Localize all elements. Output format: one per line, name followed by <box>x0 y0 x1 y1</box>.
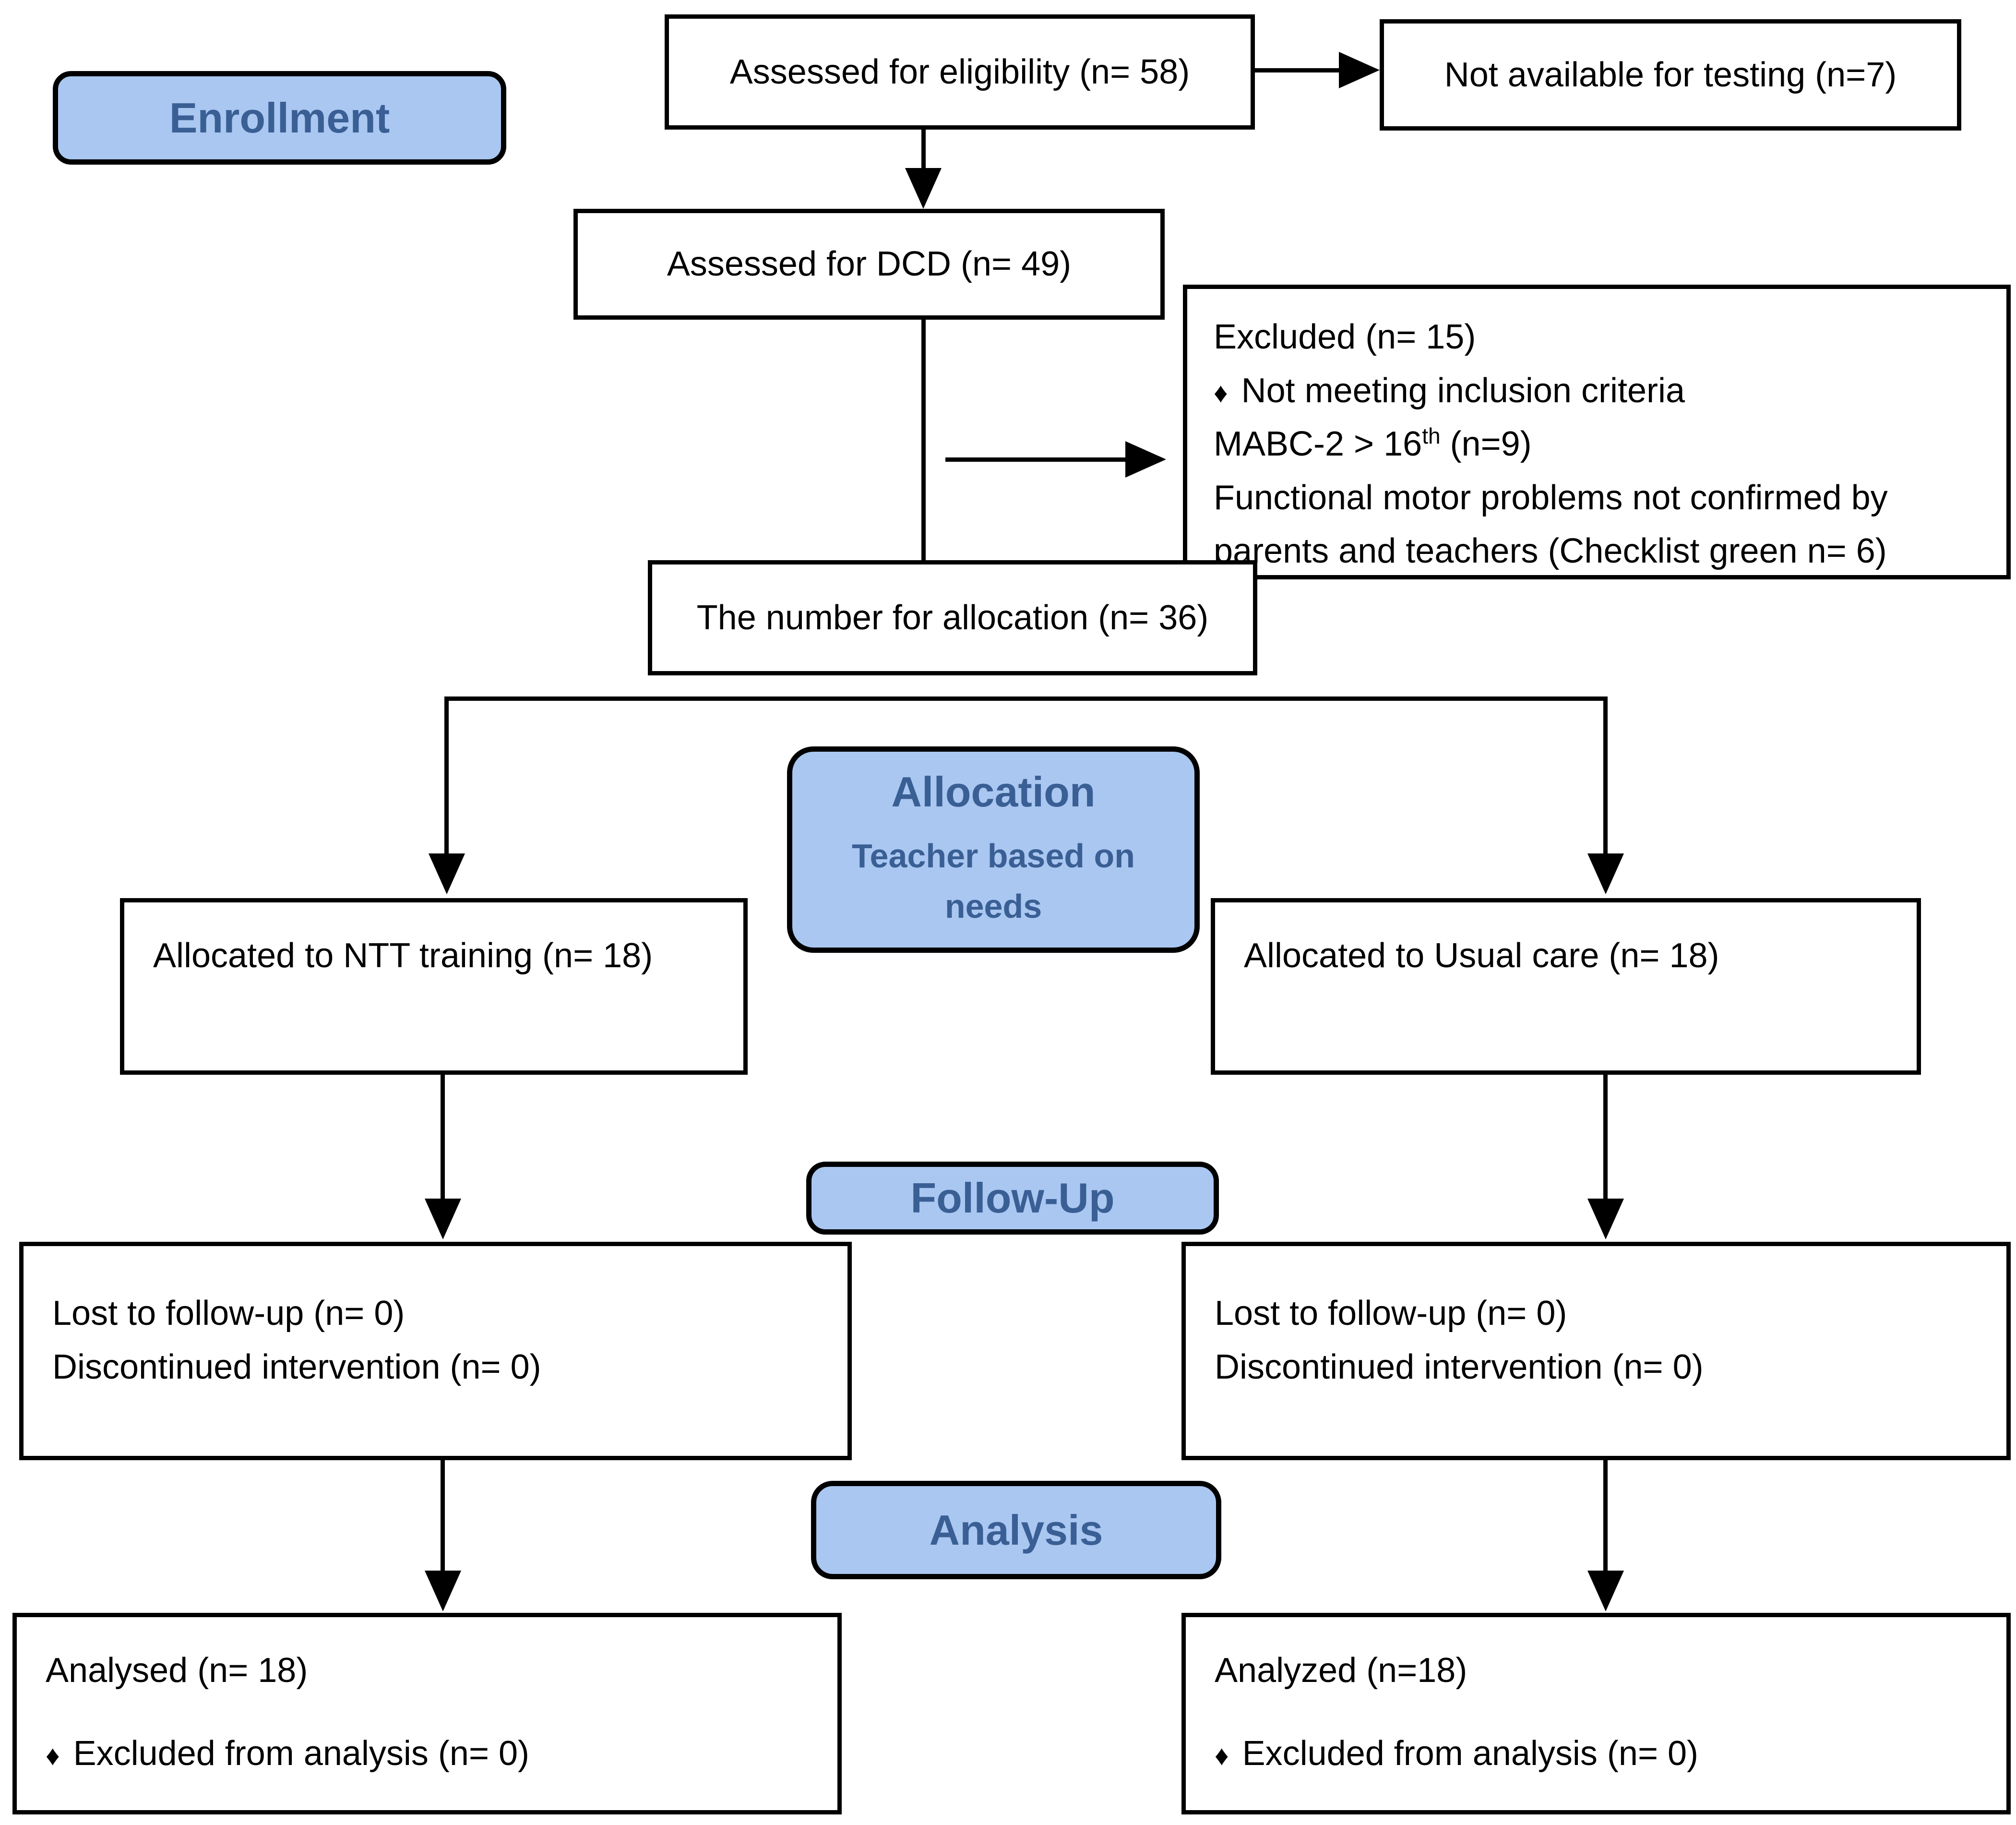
stage-enrollment-label: Enrollment <box>169 94 390 142</box>
stage-analysis-label: Analysis <box>929 1506 1103 1554</box>
followup-left-line1: Lost to follow-up (n= 0) <box>52 1294 405 1333</box>
number-allocation-text: The number for allocation (n= 36) <box>696 598 1209 637</box>
arrowhead-furight-analysis <box>1587 1571 1624 1611</box>
connector-eligibility-to-notavailable <box>1255 68 1344 72</box>
excluded-line3: MABC-2 > 16th (n=9) <box>1214 423 1532 464</box>
stage-allocation-subtitle: Teacher based on needs <box>851 837 1135 925</box>
stage-allocation: Allocation Teacher based on needs <box>787 746 1200 953</box>
stage-followup: Follow-Up <box>806 1162 1219 1235</box>
connector-to-excluded <box>945 457 1128 462</box>
arrowhead-right-branch <box>1587 853 1624 894</box>
branch-right-vertical <box>1603 696 1608 857</box>
arrowhead-to-excluded <box>1125 441 1166 478</box>
connector-dcd-to-allocationnumber <box>921 320 926 562</box>
stage-followup-label: Follow-Up <box>910 1174 1115 1222</box>
connector-fuleft-to-analysis <box>441 1460 445 1573</box>
excluded-line4: Functional motor problems not confirmed … <box>1214 478 1888 571</box>
allocated-usual-text: Allocated to Usual care (n= 18) <box>1244 937 1719 975</box>
box-not-available: Not available for testing (n=7) <box>1380 19 1961 131</box>
excluded-line2: Not meeting inclusion criteria <box>1241 371 1685 410</box>
stage-allocation-label: Allocation <box>891 768 1096 816</box>
box-assessed-dcd: Assessed for DCD (n= 49) <box>573 209 1165 320</box>
diamond-bullet-icon: ♦ <box>46 1740 60 1771</box>
followup-right-line1: Lost to follow-up (n= 0) <box>1215 1294 1567 1333</box>
arrowhead-left-branch <box>429 853 465 894</box>
branch-horizontal-line <box>444 696 1608 701</box>
box-allocated-ntt: Allocated to NTT training (n= 18) <box>120 898 748 1075</box>
arrowhead-to-notavailable <box>1339 52 1380 88</box>
box-number-allocation: The number for allocation (n= 36) <box>648 560 1257 675</box>
superscript-th: th <box>1422 423 1441 449</box>
arrowhead-to-dcd <box>905 168 942 209</box>
allocated-ntt-text: Allocated to NTT training (n= 18) <box>153 937 653 975</box>
diamond-bullet-icon: ♦ <box>1215 1740 1229 1771</box>
box-followup-left: Lost to follow-up (n= 0) Discontinued in… <box>19 1242 852 1460</box>
box-followup-right: Lost to follow-up (n= 0) Discontinued in… <box>1181 1242 2011 1460</box>
diamond-bullet-icon: ♦ <box>1214 377 1228 408</box>
connector-furight-to-analysis <box>1603 1460 1608 1573</box>
connector-eligibility-to-dcd <box>921 130 926 175</box>
followup-left-line2: Discontinued intervention (n= 0) <box>52 1347 541 1386</box>
arrowhead-fuleft-analysis <box>425 1571 461 1611</box>
box-excluded: Excluded (n= 15) ♦ Not meeting inclusion… <box>1183 285 2011 579</box>
connector-usual-to-followup <box>1603 1075 1608 1202</box>
not-available-text: Not available for testing (n=7) <box>1444 55 1897 94</box>
stage-enrollment: Enrollment <box>53 71 506 165</box>
analysis-right-line2: Excluded from analysis (n= 0) <box>1242 1734 1699 1773</box>
analysis-left-line2: Excluded from analysis (n= 0) <box>73 1734 530 1773</box>
stage-analysis: Analysis <box>811 1481 1221 1579</box>
excluded-line1: Excluded (n= 15) <box>1214 318 1476 356</box>
box-analysis-left: Analysed (n= 18) ♦ Excluded from analysi… <box>12 1613 842 1814</box>
arrowhead-usual-followup <box>1587 1199 1624 1239</box>
branch-left-vertical <box>444 696 449 857</box>
box-assessed-eligibility: Assessed for eligibility (n= 58) <box>665 14 1255 130</box>
assessed-eligibility-text: Assessed for eligibility (n= 58) <box>729 52 1190 91</box>
followup-right-line2: Discontinued intervention (n= 0) <box>1215 1347 1704 1386</box>
box-analysis-right: Analyzed (n=18) ♦ Excluded from analysis… <box>1181 1613 2011 1814</box>
box-allocated-usual: Allocated to Usual care (n= 18) <box>1211 898 1921 1075</box>
analysis-left-line1: Analysed (n= 18) <box>46 1651 308 1690</box>
arrowhead-ntt-followup <box>425 1199 461 1239</box>
analysis-right-line1: Analyzed (n=18) <box>1215 1651 1467 1690</box>
connector-ntt-to-followup <box>441 1075 445 1202</box>
assessed-dcd-text: Assessed for DCD (n= 49) <box>667 245 1072 284</box>
